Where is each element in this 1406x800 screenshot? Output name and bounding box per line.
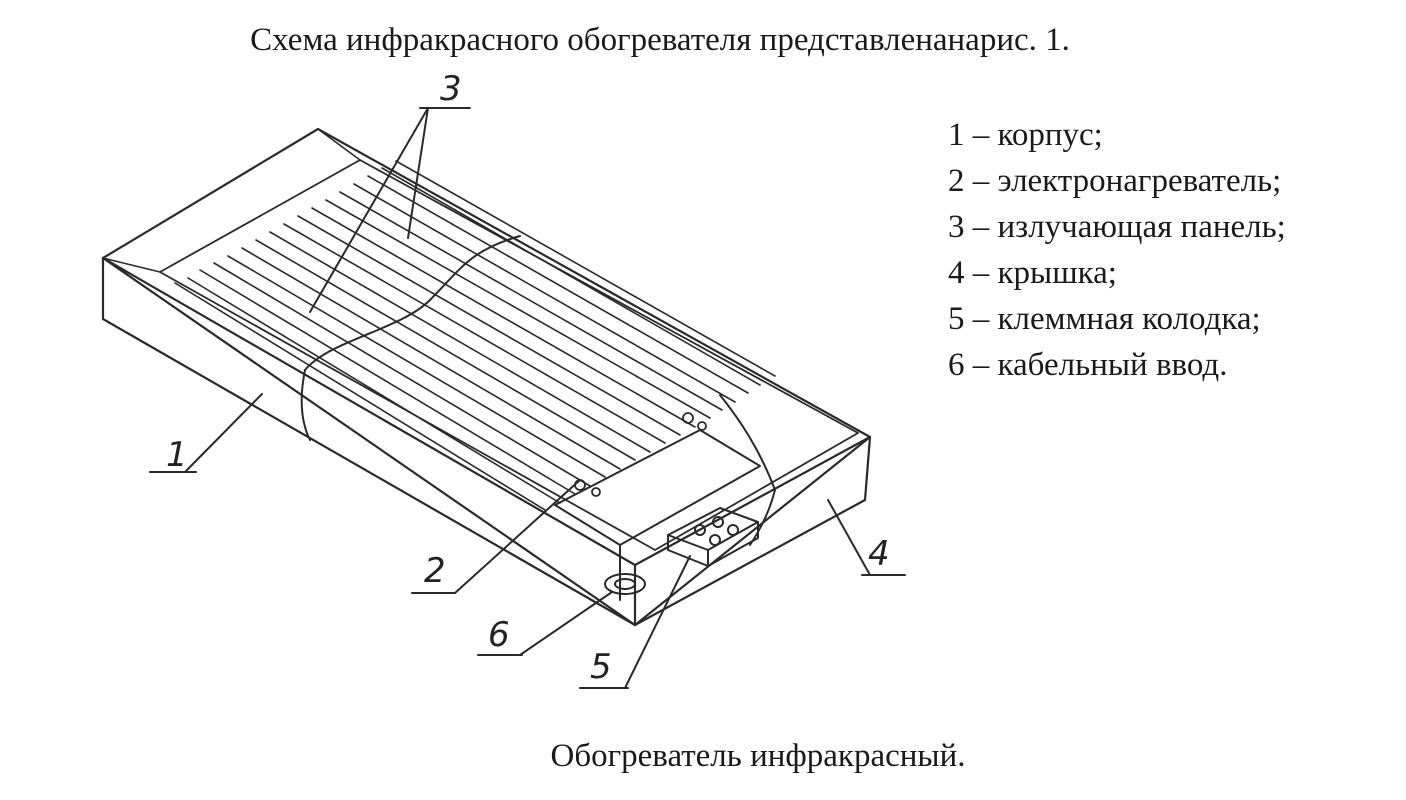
callout-number-4: 4 <box>868 534 890 574</box>
callout-number-3: 3 <box>440 69 462 109</box>
legend: 1 – корпус; 2 – электронагреватель; 3 – … <box>948 112 1286 388</box>
cable-gland <box>604 573 646 595</box>
callout-3 <box>309 107 471 313</box>
callout-number-1: 1 <box>166 435 188 475</box>
housing <box>101 127 872 627</box>
cover <box>554 429 761 601</box>
callout-number-2: 2 <box>424 551 446 591</box>
callout-4 <box>827 499 906 576</box>
callout-6 <box>477 591 613 656</box>
terminal-block <box>667 507 759 567</box>
legend-item: 5 – клеммная колодка; <box>948 301 1261 337</box>
legend-item: 1 – корпус; <box>948 117 1103 153</box>
legend-item: 6 – кабельный ввод. <box>948 347 1228 383</box>
diagram-title: Схема инфракрасного обогревателя предста… <box>250 22 1070 58</box>
legend-item: 4 – крышка; <box>948 255 1117 291</box>
callout-number-6: 6 <box>488 615 510 655</box>
break-line <box>304 235 521 371</box>
callout-number-5: 5 <box>590 647 612 687</box>
radiating-panel <box>174 160 776 511</box>
callout-5 <box>579 555 691 689</box>
legend-item: 3 – излучающая панель; <box>948 209 1286 245</box>
figure-caption: Обогреватель инфракрасный. <box>550 738 966 774</box>
callout-1 <box>149 393 263 473</box>
callout-2 <box>411 479 581 594</box>
legend-item: 2 – электронагреватель; <box>948 163 1282 199</box>
